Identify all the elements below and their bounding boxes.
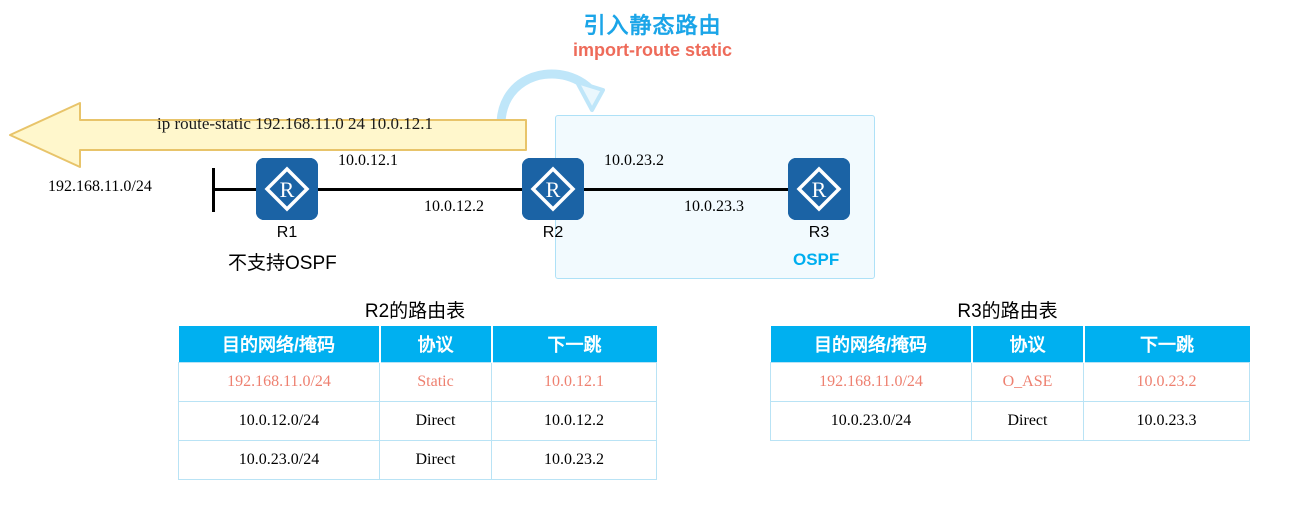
cell-destination: 10.0.23.0/24 [178,440,380,480]
table-row: 10.0.12.0/24 Direct 10.0.12.2 [178,401,657,441]
r2-route-table: 目的网络/掩码 协议 下一跳 192.168.11.0/24 Static 10… [178,326,657,480]
cell-nexthop: 10.0.23.3 [1083,401,1250,441]
cell-protocol: Direct [379,440,492,480]
cell-nexthop: 10.0.12.1 [491,362,657,402]
curved-arrow-icon [495,62,615,127]
table-row: 192.168.11.0/24 Static 10.0.12.1 [178,362,657,402]
svg-text:R: R [812,177,827,202]
link-label-r2-r3-bottom: 10.0.23.3 [684,198,744,215]
cell-nexthop: 10.0.12.2 [491,401,657,441]
cell-protocol: Direct [971,401,1084,441]
cell-protocol: O_ASE [971,362,1084,402]
cell-destination: 192.168.11.0/24 [178,362,380,402]
table-header-row: 目的网络/掩码 协议 下一跳 [178,326,657,363]
router-r2[interactable]: R [522,158,584,220]
import-route-command-label: import-route static [572,40,732,60]
router-r3-label: R3 [808,224,830,241]
r1-r2-link [318,188,526,191]
column-header-nexthop: 下一跳 [491,326,657,363]
static-route-command-text: ip route-static 192.168.11.0 24 10.0.12.… [156,114,434,133]
r1-ospf-unsupported-note: 不支持OSPF [228,253,337,274]
cell-destination: 10.0.12.0/24 [178,401,380,441]
router-r2-label: R2 [542,224,564,241]
table-row: 10.0.23.0/24 Direct 10.0.23.2 [178,440,657,480]
r3-route-table: 目的网络/掩码 协议 下一跳 192.168.11.0/24 O_ASE 10.… [770,326,1250,441]
column-header-protocol: 协议 [379,326,493,363]
link-label-r2-r3-top: 10.0.23.2 [604,152,664,169]
cell-nexthop: 10.0.23.2 [491,440,657,480]
column-header-protocol: 协议 [971,326,1085,363]
column-header-destination: 目的网络/掩码 [770,326,973,363]
r2-route-table-title: R2的路由表 [364,301,466,322]
router-r3[interactable]: R [788,158,850,220]
r3-route-table-wrapper: 目的网络/掩码 协议 下一跳 192.168.11.0/24 O_ASE 10.… [770,326,1250,441]
column-header-destination: 目的网络/掩码 [178,326,381,363]
column-header-nexthop: 下一跳 [1083,326,1250,363]
static-route-callout-arrow [8,100,528,170]
table-header-row: 目的网络/掩码 协议 下一跳 [770,326,1250,363]
r3-route-table-title: R3的路由表 [957,301,1058,322]
r2-route-table-wrapper: 目的网络/掩码 协议 下一跳 192.168.11.0/24 Static 10… [178,326,657,480]
link-label-r1-r2-bottom: 10.0.12.2 [424,198,484,215]
svg-text:R: R [546,177,561,202]
router-r1[interactable]: R [256,158,318,220]
svg-text:R: R [280,177,295,202]
cell-destination: 10.0.23.0/24 [770,401,972,441]
cell-protocol: Static [379,362,492,402]
lan-network-label: 192.168.11.0/24 [48,178,152,195]
lan-to-r1-link [212,188,258,191]
cell-nexthop: 10.0.23.2 [1083,362,1250,402]
table-row: 192.168.11.0/24 O_ASE 10.0.23.2 [770,362,1250,402]
import-route-title-cn: 引入静态路由 [583,13,722,38]
cell-destination: 192.168.11.0/24 [770,362,972,402]
r2-r3-link [584,188,790,191]
table-row: 10.0.23.0/24 Direct 10.0.23.3 [770,401,1250,441]
cell-protocol: Direct [379,401,492,441]
router-r1-label: R1 [276,224,298,241]
ospf-area-label: OSPF [793,250,840,269]
link-label-r1-r2-top: 10.0.12.1 [338,152,398,169]
